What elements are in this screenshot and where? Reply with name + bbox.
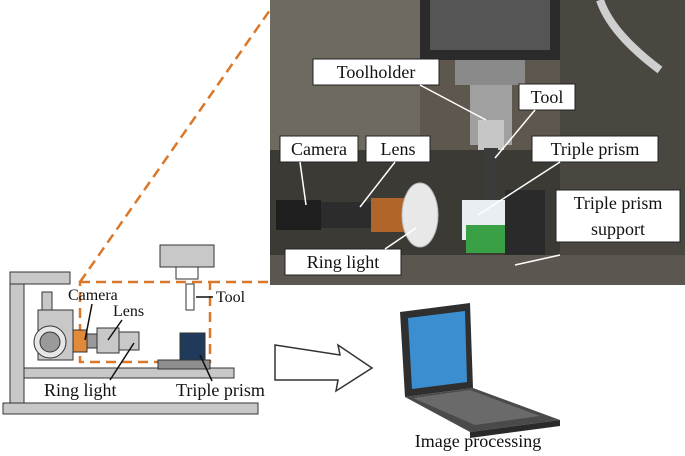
label-triple-prism-photo-text: Triple prism	[551, 139, 640, 159]
label-camera-photo: Camera	[279, 135, 359, 206]
label-camera-photo-text: Camera	[291, 139, 347, 159]
zoom-region-box	[78, 280, 212, 364]
label-ring-light-schematic: Ring light	[44, 380, 117, 400]
label-toolholder-text: Toolholder	[337, 62, 416, 82]
machine-schematic	[2, 244, 259, 415]
label-tool-photo-text: Tool	[531, 87, 564, 107]
label-triple-prism-support: Triple prism support	[514, 189, 681, 266]
label-toolholder: Toolholder	[312, 58, 487, 121]
label-ring-light-photo: Ring light	[284, 227, 417, 276]
label-lens-photo: Lens	[359, 135, 431, 208]
laptop-icon	[400, 303, 560, 438]
label-tool-schematic: Tool	[216, 289, 246, 306]
label-lens-schematic: Lens	[113, 303, 144, 320]
label-camera-schematic: Camera	[68, 287, 118, 304]
right-arrow-icon	[274, 343, 374, 393]
zoom-callout	[78, 9, 272, 364]
label-triple-prism-support-line2: support	[591, 219, 645, 239]
label-triple-prism-support-line1: Triple prism	[574, 193, 663, 213]
machine-photo	[270, 0, 685, 285]
label-lens-photo-text: Lens	[381, 139, 416, 159]
label-ring-light-photo-text: Ring light	[307, 252, 380, 272]
label-tool-photo: Tool	[494, 83, 576, 159]
label-triple-prism-schematic: Triple prism	[176, 380, 265, 400]
label-triple-prism-photo: Triple prism	[477, 135, 659, 216]
label-image-processing: Image processing	[415, 431, 541, 451]
